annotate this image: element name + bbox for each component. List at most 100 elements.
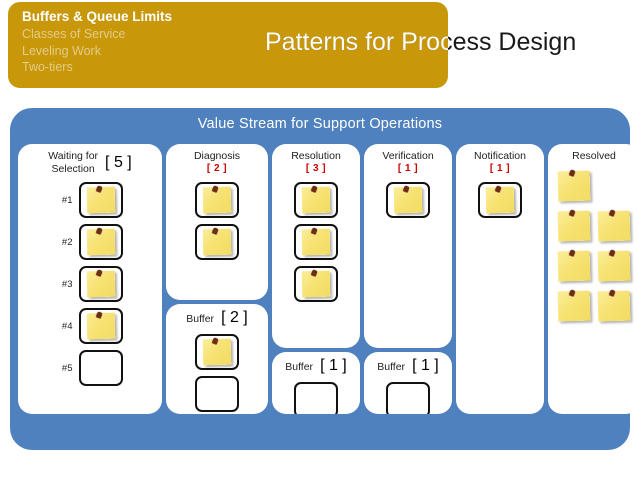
sticky-note[interactable]	[86, 312, 115, 340]
column-waiting: Waiting for Selection [ 5 ] #1 #2	[18, 144, 162, 414]
priority-label: #3	[61, 278, 73, 290]
sticky-note[interactable]	[557, 290, 591, 321]
agenda-item-two-tiers[interactable]: Two-tiers	[22, 60, 73, 74]
buffer-wip-limit: [ 1 ]	[412, 357, 439, 374]
column-resolved-panel[interactable]: Resolved	[548, 144, 638, 414]
column-resolved-title: Resolved	[572, 150, 616, 162]
card-slot[interactable]	[78, 182, 123, 218]
card-slot[interactable]	[78, 308, 123, 344]
buffer-verification-slots	[364, 382, 452, 414]
buffer-resolution-header: Buffer [ 1 ]	[272, 352, 360, 375]
sticky-note[interactable]	[86, 228, 115, 256]
sticky-note[interactable]	[557, 170, 591, 201]
column-verification: Verification [ 1 ] Buffer [ 1 ]	[364, 144, 452, 414]
column-resolution-slots	[272, 182, 360, 302]
card-slot[interactable]	[294, 224, 338, 260]
slot-row[interactable]: #4	[58, 308, 123, 344]
column-waiting-title-line1: Waiting for	[48, 150, 99, 162]
column-resolved-notes	[548, 170, 638, 321]
column-notification-slots	[456, 182, 544, 218]
sticky-note[interactable]	[301, 186, 331, 214]
column-waiting-header: Waiting for Selection [ 5 ]	[18, 144, 162, 175]
slot-row[interactable]: #1	[58, 182, 123, 218]
slot-row[interactable]: #2	[58, 224, 123, 260]
sticky-note[interactable]	[301, 228, 331, 256]
column-notification-wip-limit: [ 1 ]	[489, 162, 511, 174]
buffer-label: Buffer	[285, 361, 314, 373]
card-slot-empty[interactable]	[386, 382, 430, 414]
sticky-note[interactable]	[202, 186, 232, 214]
slot-row[interactable]: #5	[58, 350, 123, 386]
column-verification-wip-limit: [ 1 ]	[397, 162, 419, 174]
buffer-label: Buffer	[377, 361, 406, 373]
slide-title: Patterns for Process Design Patterns for…	[265, 24, 638, 60]
column-diagnosis: Diagnosis [ 2 ] Buffer [ 2 ]	[166, 144, 268, 414]
sticky-note[interactable]	[557, 250, 591, 281]
agenda-banner	[8, 2, 448, 88]
column-verification-buffer-panel[interactable]: Buffer [ 1 ]	[364, 352, 452, 414]
card-slot[interactable]	[78, 224, 123, 260]
slide-title-light-layer: Patterns for Process Design	[265, 28, 448, 56]
buffer-diagnosis-slots	[166, 334, 268, 412]
slot-row[interactable]: #3	[58, 266, 123, 302]
agenda-item-leveling-work[interactable]: Leveling Work	[22, 43, 101, 58]
sticky-note[interactable]	[485, 186, 515, 214]
sticky-note[interactable]	[597, 210, 631, 241]
column-waiting-wip-limit: [ 5 ]	[105, 153, 132, 171]
sticky-note[interactable]	[393, 186, 423, 214]
agenda-item-buffers-queue-limits[interactable]: Buffers & Queue Limits	[22, 9, 173, 24]
sticky-note[interactable]	[202, 338, 232, 366]
sticky-note[interactable]	[301, 270, 331, 298]
sticky-note[interactable]	[597, 290, 631, 321]
buffer-verification-header: Buffer [ 1 ]	[364, 352, 452, 375]
value-stream-board: Value Stream for Support Operations Wait…	[10, 108, 638, 450]
slide-title-dark-layer: Patterns for Process Design	[265, 28, 577, 56]
card-slot-empty[interactable]	[195, 376, 239, 412]
sticky-note[interactable]	[202, 228, 232, 256]
column-notification-title: Notification	[474, 150, 526, 162]
card-slot[interactable]	[294, 266, 338, 302]
sticky-note[interactable]	[86, 186, 115, 214]
card-slot[interactable]	[195, 224, 239, 260]
column-resolution-buffer-panel[interactable]: Buffer [ 1 ]	[272, 352, 360, 414]
column-notification-header: Notification [ 1 ]	[456, 144, 544, 175]
column-resolution: Resolution [ 3 ] Buffer	[272, 144, 360, 414]
card-slot[interactable]	[478, 182, 522, 218]
board-title: Value Stream for Support Operations	[197, 116, 443, 132]
buffer-resolution-slots	[272, 382, 360, 414]
buffer-diagnosis-header: Buffer [ 2 ]	[166, 304, 268, 327]
priority-label: #4	[61, 320, 73, 332]
card-slot[interactable]	[386, 182, 430, 218]
card-slot-empty[interactable]	[78, 350, 123, 386]
sticky-note[interactable]	[557, 210, 591, 241]
priority-label: #5	[61, 362, 73, 374]
column-waiting-panel[interactable]: Waiting for Selection [ 5 ] #1 #2	[18, 144, 162, 414]
column-resolution-wip-limit: [ 3 ]	[305, 162, 327, 174]
buffer-label: Buffer	[186, 313, 215, 325]
card-slot-empty[interactable]	[294, 382, 338, 414]
column-resolved-header: Resolved	[548, 144, 638, 163]
card-slot[interactable]	[195, 182, 239, 218]
card-slot[interactable]	[195, 334, 239, 370]
column-verification-header: Verification [ 1 ]	[364, 144, 452, 175]
column-verification-panel[interactable]: Verification [ 1 ]	[364, 144, 452, 348]
column-diagnosis-title: Diagnosis	[193, 150, 241, 162]
buffer-wip-limit: [ 1 ]	[320, 357, 347, 374]
card-slot[interactable]	[78, 266, 123, 302]
column-resolved: Resolved	[548, 144, 638, 414]
sticky-note[interactable]	[597, 250, 631, 281]
column-resolution-title: Resolution	[291, 150, 341, 162]
card-slot[interactable]	[294, 182, 338, 218]
column-notification-panel[interactable]: Notification [ 1 ]	[456, 144, 544, 414]
column-diagnosis-panel[interactable]: Diagnosis [ 2 ]	[166, 144, 268, 300]
column-diagnosis-wip-limit: [ 2 ]	[206, 162, 228, 174]
column-resolution-panel[interactable]: Resolution [ 3 ]	[272, 144, 360, 348]
sticky-note[interactable]	[86, 270, 115, 298]
column-verification-slots	[364, 182, 452, 218]
agenda-list: Buffers & Queue Limits Classes of Servic…	[22, 8, 172, 76]
buffer-wip-limit: [ 2 ]	[221, 309, 248, 326]
column-notification: Notification [ 1 ]	[456, 144, 544, 414]
agenda-item-classes-of-service[interactable]: Classes of Service	[22, 27, 126, 41]
column-waiting-title: Waiting for Selection	[48, 150, 98, 175]
column-diagnosis-buffer-panel[interactable]: Buffer [ 2 ]	[166, 304, 268, 414]
